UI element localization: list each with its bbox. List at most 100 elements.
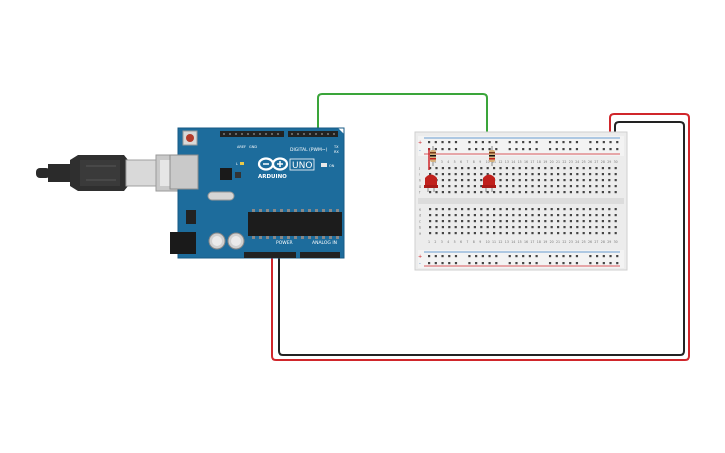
breadboard-hole[interactable] (480, 232, 483, 235)
breadboard-hole[interactable] (576, 226, 579, 229)
breadboard-hole[interactable] (525, 232, 528, 235)
breadboard-hole[interactable] (601, 208, 604, 211)
breadboard-hole[interactable] (467, 220, 470, 223)
breadboard-hole[interactable] (441, 167, 444, 170)
breadboard-hole[interactable] (576, 173, 579, 176)
breadboard-hole[interactable] (515, 148, 518, 151)
breadboard-hole[interactable] (544, 226, 547, 229)
breadboard-hole[interactable] (512, 185, 515, 188)
breadboard-hole[interactable] (563, 226, 566, 229)
breadboard-hole[interactable] (589, 232, 592, 235)
breadboard-hole[interactable] (557, 226, 560, 229)
breadboard-hole[interactable] (528, 148, 531, 151)
breadboard-hole[interactable] (441, 232, 444, 235)
breadboard-hole[interactable] (499, 208, 502, 211)
breadboard-hole[interactable] (589, 214, 592, 217)
breadboard-hole[interactable] (467, 185, 470, 188)
breadboard-hole[interactable] (505, 179, 508, 182)
breadboard-hole[interactable] (435, 208, 438, 211)
breadboard-hole[interactable] (468, 141, 471, 144)
breadboard-hole[interactable] (595, 167, 598, 170)
breadboard-hole[interactable] (429, 214, 432, 217)
breadboard-hole[interactable] (608, 226, 611, 229)
breadboard-hole[interactable] (531, 173, 534, 176)
breadboard-hole[interactable] (614, 214, 617, 217)
breadboard-hole[interactable] (488, 262, 491, 265)
breadboard-hole[interactable] (550, 191, 553, 194)
breadboard-hole[interactable] (535, 148, 538, 151)
resistor-1[interactable] (430, 146, 436, 166)
breadboard-hole[interactable] (616, 262, 619, 265)
breadboard-hole[interactable] (589, 208, 592, 211)
breadboard-hole[interactable] (428, 262, 431, 265)
breadboard-hole[interactable] (461, 232, 464, 235)
breadboard-hole[interactable] (468, 148, 471, 151)
breadboard-hole[interactable] (434, 148, 437, 151)
breadboard-hole[interactable] (550, 185, 553, 188)
breadboard-hole[interactable] (512, 173, 515, 176)
breadboard-hole[interactable] (569, 232, 572, 235)
breadboard-hole[interactable] (481, 141, 484, 144)
breadboard-hole[interactable] (601, 173, 604, 176)
breadboard-hole[interactable] (488, 255, 491, 258)
breadboard-hole[interactable] (544, 214, 547, 217)
breadboard-hole[interactable] (550, 167, 553, 170)
breadboard-hole[interactable] (608, 179, 611, 182)
breadboard-hole[interactable] (518, 179, 521, 182)
breadboard-hole[interactable] (535, 141, 538, 144)
breadboard-hole[interactable] (544, 191, 547, 194)
breadboard-hole[interactable] (608, 232, 611, 235)
breadboard-hole[interactable] (480, 179, 483, 182)
breadboard-hole[interactable] (525, 208, 528, 211)
breadboard-hole[interactable] (467, 191, 470, 194)
breadboard-hole[interactable] (441, 226, 444, 229)
breadboard-hole[interactable] (537, 208, 540, 211)
breadboard-hole[interactable] (435, 226, 438, 229)
breadboard-hole[interactable] (531, 232, 534, 235)
breadboard-hole[interactable] (548, 255, 552, 258)
breadboard-hole[interactable] (528, 255, 531, 258)
breadboard-hole[interactable] (589, 141, 592, 144)
breadboard-hole[interactable] (493, 232, 496, 235)
breadboard-hole[interactable] (522, 262, 525, 265)
breadboard-hole[interactable] (435, 232, 438, 235)
breadboard-hole[interactable] (473, 208, 476, 211)
breadboard-hole[interactable] (555, 148, 558, 151)
breadboard-hole[interactable] (505, 220, 508, 223)
breadboard-hole[interactable] (461, 208, 464, 211)
breadboard-hole[interactable] (614, 232, 617, 235)
breadboard-hole[interactable] (525, 185, 528, 188)
breadboard-hole[interactable] (575, 255, 579, 258)
breadboard-hole[interactable] (602, 141, 605, 144)
breadboard-hole[interactable] (531, 220, 534, 223)
breadboard-hole[interactable] (480, 220, 483, 223)
breadboard-hole[interactable] (493, 208, 496, 211)
breadboard-hole[interactable] (557, 173, 560, 176)
breadboard-hole[interactable] (557, 208, 560, 211)
breadboard-hole[interactable] (569, 191, 572, 194)
breadboard-hole[interactable] (601, 214, 604, 217)
breadboard-hole[interactable] (563, 179, 566, 182)
breadboard-hole[interactable] (441, 220, 444, 223)
breadboard-hole[interactable] (596, 141, 599, 144)
breadboard-hole[interactable] (512, 232, 515, 235)
breadboard-hole[interactable] (448, 179, 451, 182)
signal-wire[interactable] (317, 93, 488, 158)
breadboard-hole[interactable] (544, 173, 547, 176)
breadboard-hole[interactable] (569, 173, 572, 176)
breadboard-hole[interactable] (544, 179, 547, 182)
breadboard-hole[interactable] (582, 191, 585, 194)
breadboard-hole[interactable] (537, 226, 540, 229)
breadboard-hole[interactable] (596, 255, 599, 258)
breadboard-hole[interactable] (473, 226, 476, 229)
breadboard-hole[interactable] (550, 226, 553, 229)
breadboard-hole[interactable] (467, 226, 470, 229)
breadboard-hole[interactable] (508, 141, 511, 144)
breadboard-hole[interactable] (528, 141, 531, 144)
breadboard-hole[interactable] (589, 220, 592, 223)
breadboard-hole[interactable] (441, 173, 444, 176)
breadboard-hole[interactable] (614, 179, 617, 182)
breadboard-hole[interactable] (601, 220, 604, 223)
breadboard-hole[interactable] (614, 185, 617, 188)
breadboard-hole[interactable] (601, 232, 604, 235)
